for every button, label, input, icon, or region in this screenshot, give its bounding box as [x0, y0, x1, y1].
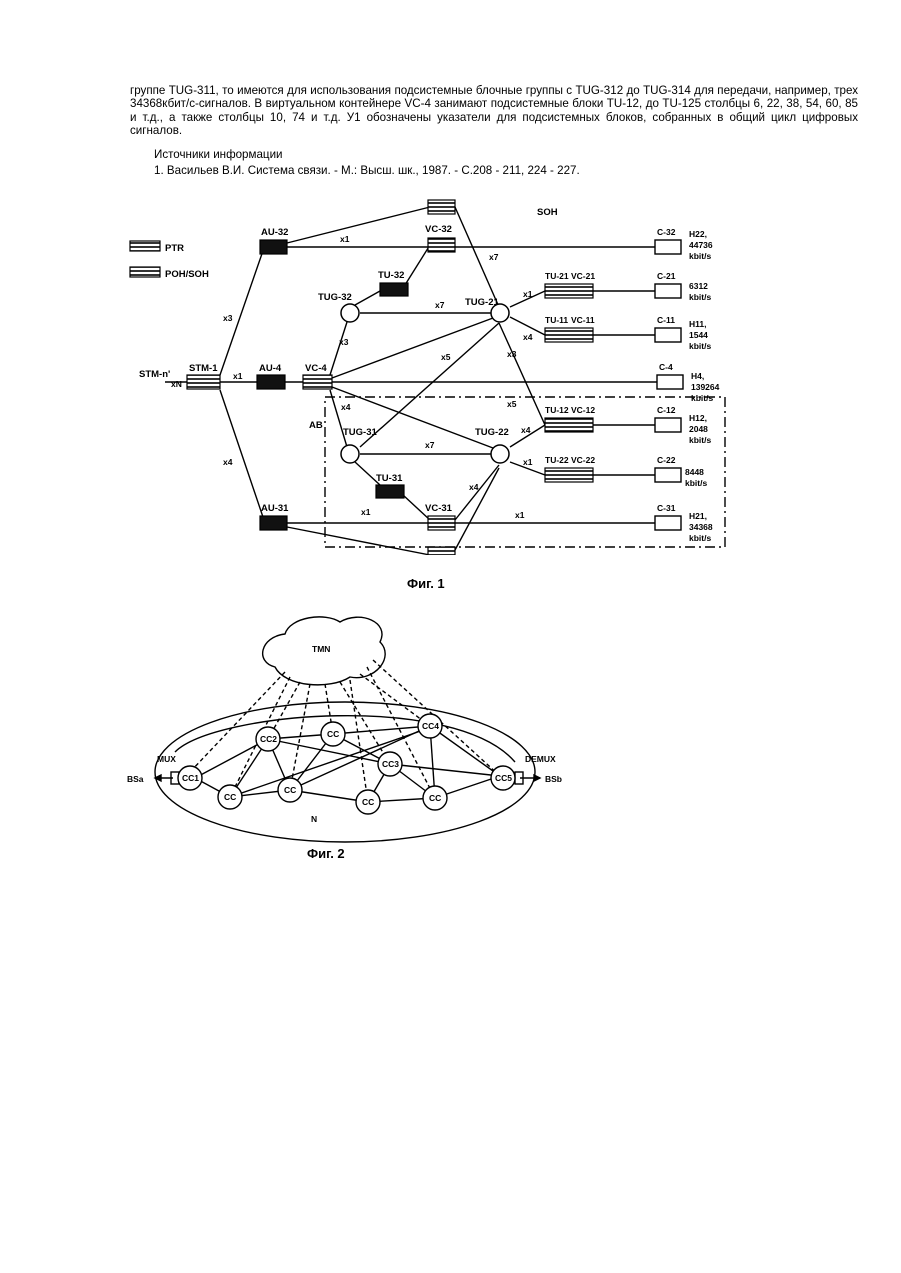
mult-x7-mid: x7 — [425, 440, 435, 450]
rate-h21-line2: 34368 — [689, 522, 713, 532]
node-cc-top: CC — [327, 729, 339, 739]
node-tug21: TUG-21 — [465, 297, 500, 308]
node-cc4: CC4 — [422, 721, 439, 731]
node-cc-d: CC — [429, 793, 441, 803]
node-tu32: TU-32 — [378, 270, 404, 281]
node-tu31: TU-31 — [376, 473, 403, 484]
rate-h21-line1: H21, — [689, 511, 707, 521]
node-c21: C-21 — [657, 271, 676, 281]
rate-h4-line2: 139264 — [691, 382, 720, 392]
mult-x1-stm: x1 — [233, 371, 243, 381]
figure-1-diagram: PTR POH/SOH SOH STM-n' STM-1 AU-4 VC-4 A… — [125, 185, 735, 555]
legend-poh: POH/SOH — [165, 269, 209, 280]
node-c32: C-32 — [657, 227, 676, 237]
mult-x4: x4 — [223, 457, 233, 467]
rate-h12a-line2: kbit/s — [689, 292, 711, 302]
body-paragraph: группе TUG-311, то имеются для использов… — [130, 84, 858, 138]
mult-x3-tug32: x3 — [339, 337, 349, 347]
node-vc11: VC-11 — [571, 315, 595, 325]
figure-1-caption: Фиг. 1 — [407, 576, 445, 591]
node-vc22: VC-22 — [571, 455, 595, 465]
mux-label: MUX — [157, 754, 176, 764]
node-cc5: CC5 — [495, 773, 512, 783]
node-stm1: STM-1 — [189, 363, 218, 374]
input-label: BSa — [127, 774, 144, 784]
node-cc-a: CC — [224, 792, 236, 802]
node-c31: C-31 — [657, 503, 676, 513]
mult-x1-tu22: x1 — [523, 457, 533, 467]
rate-h21-line3: kbit/s — [689, 533, 711, 543]
node-vc4: VC-4 — [305, 363, 327, 374]
rate-h11-line2: 1544 — [689, 330, 708, 340]
mult-x3: x3 — [223, 313, 233, 323]
output-label: BSb — [545, 774, 562, 784]
node-vc31: VC-31 — [425, 503, 453, 514]
tmn-label: TMN — [312, 644, 330, 654]
node-vc21: VC-21 — [571, 271, 595, 281]
rate-h11-line1: H11, — [689, 319, 707, 329]
node-vc32: VC-32 — [425, 224, 452, 235]
mult-x7: x7 — [435, 300, 445, 310]
rate-h12-line1: H12, — [689, 413, 707, 423]
figure-2-diagram: TMN N MUX DEMUX BSa BSb CC1 CC2 CC CC4 C… — [125, 612, 565, 844]
node-tug32: TUG-32 — [318, 292, 352, 303]
mult-x4-tu11: x4 — [523, 332, 533, 342]
node-c22: C-22 — [657, 455, 676, 465]
node-cc-b: CC — [284, 785, 296, 795]
mult-x5b: x5 — [507, 399, 517, 409]
node-au31: AU-31 — [261, 503, 289, 514]
rate-h22-line3: kbit/s — [689, 251, 711, 261]
node-tu22: TU-22 — [545, 455, 569, 465]
demux-label: DEMUX — [525, 754, 556, 764]
node-cc-c: CC — [362, 797, 374, 807]
node-tug22: TUG-22 — [475, 427, 509, 438]
mult-x4-b: x4 — [469, 482, 479, 492]
node-au4: AU-4 — [259, 363, 282, 374]
mult-x1-vc31: x1 — [361, 507, 371, 517]
node-cc3: CC3 — [382, 759, 399, 769]
sources-heading: Источники информации — [154, 148, 283, 161]
node-stmn: STM-n' — [139, 369, 170, 380]
figure-2-caption: Фиг. 2 — [307, 846, 345, 861]
mult-nx: xN — [171, 379, 182, 389]
rate-h11-line3: kbit/s — [689, 341, 711, 351]
rate-h12-line3: kbit/s — [689, 435, 711, 445]
node-c12: C-12 — [657, 405, 676, 415]
mult-x4-vc4: x4 — [341, 402, 351, 412]
mult-x1-au32: x1 — [340, 234, 350, 244]
mult-x4-tu12: x4 — [521, 425, 531, 435]
node-c11: C-11 — [657, 315, 675, 325]
legend-ptr: PTR — [165, 243, 184, 254]
node-cc1: CC1 — [182, 773, 199, 783]
node-c4: C-4 — [659, 362, 673, 372]
ab-label: AB — [309, 420, 323, 431]
node-vc12: VC-12 — [571, 405, 595, 415]
mult-x1-tu21: x1 — [523, 289, 533, 299]
rate-h12a-line1: 6312 — [689, 281, 708, 291]
rate-h22b-line2: kbit/s — [685, 478, 707, 488]
mult-x3-b: x3 — [507, 349, 517, 359]
node-cc2: CC2 — [260, 734, 277, 744]
node-tu12: TU-12 — [545, 405, 569, 415]
rate-h4-line1: H4, — [691, 371, 704, 381]
mult-x1-c31: x1 — [515, 510, 525, 520]
node-tug31: TUG-31 — [343, 427, 378, 438]
mult-x7-top: x7 — [489, 252, 499, 262]
rate-h12-line2: 2048 — [689, 424, 708, 434]
node-tu21: TU-21 — [545, 271, 569, 281]
rate-h22-line1: H22, — [689, 229, 707, 239]
rate-h22-line2: 44736 — [689, 240, 713, 250]
soh-label: SOH — [537, 207, 558, 218]
rate-h22b-line1: 8448 — [685, 467, 704, 477]
node-au32: AU-32 — [261, 227, 288, 238]
node-tu11: TU-11 — [545, 315, 568, 325]
source-item-1: 1. Васильев В.И. Система связи. - М.: Вы… — [154, 164, 580, 177]
network-label: N — [311, 814, 317, 824]
mult-x5: x5 — [441, 352, 451, 362]
rate-h4-line3: kbit/s — [691, 393, 713, 403]
